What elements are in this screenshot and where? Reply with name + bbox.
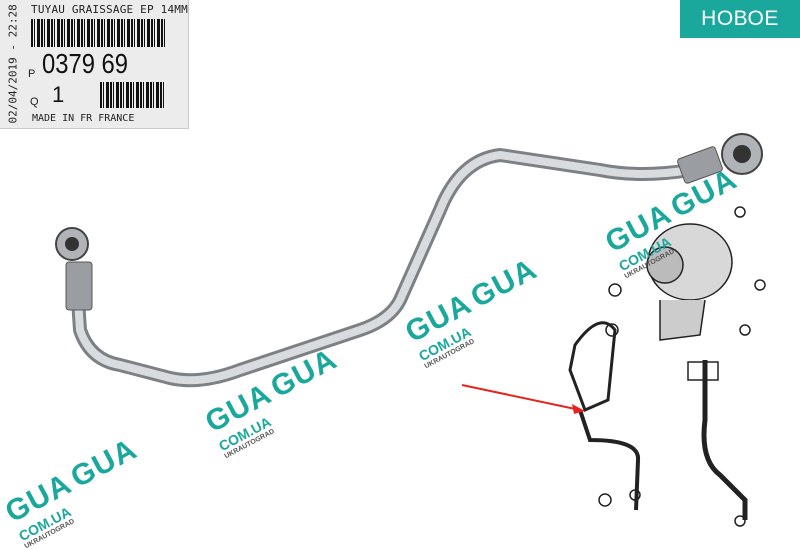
- product-photo: [55, 133, 766, 527]
- part-number: 0379 69: [42, 48, 129, 79]
- part-label-sticker: TUYAU GRAISSAGE EP 14MM 02/04/2019 - 22:…: [0, 0, 189, 129]
- barcode: [31, 19, 165, 47]
- exploded-diagram: [568, 206, 766, 527]
- barcode-quantity: [100, 82, 166, 108]
- label-title: TUYAU GRAISSAGE EP 14MM: [31, 3, 188, 16]
- oil-pipe: [55, 133, 763, 388]
- label-q-prefix: Q: [30, 96, 39, 108]
- red-arrow: [461, 384, 585, 414]
- label-p-prefix: P: [28, 68, 36, 80]
- label-origin: MADE IN FR FRANCE: [32, 113, 135, 124]
- quantity: 1: [52, 82, 65, 107]
- label-date: 02/04/2019 - 22:28: [6, 4, 20, 124]
- new-badge: НОВОЕ: [680, 0, 800, 38]
